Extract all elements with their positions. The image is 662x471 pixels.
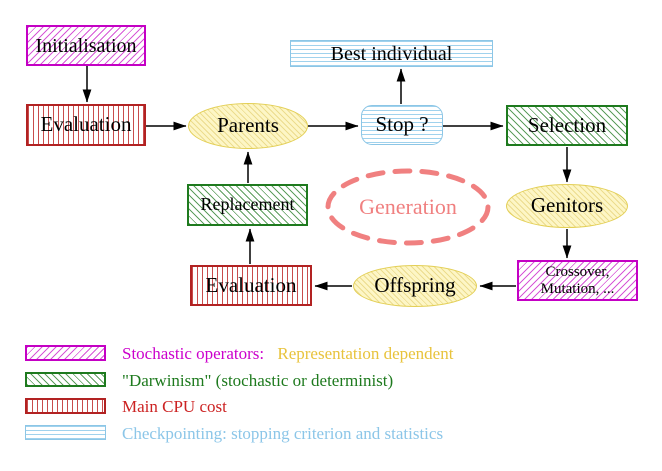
node-genitors-label: Genitors (530, 193, 604, 218)
node-selection-label: Selection (527, 112, 607, 137)
node-replacement: Replacement (187, 184, 308, 226)
node-crossover-label-line2: Mutation, ... (540, 280, 615, 297)
node-crossover-label-line1: Crossover, (545, 264, 610, 280)
node-evaluation-top: Evaluation (26, 104, 146, 146)
node-offspring-label: Offspring (374, 273, 456, 298)
node-evaluation-bottom: Evaluation (190, 265, 312, 306)
node-best-individual-label: Best individual (330, 42, 453, 65)
node-selection: Selection (506, 105, 628, 146)
node-evaluation-bottom-label: Evaluation (205, 272, 297, 297)
node-initialisation: Initialisation (26, 25, 146, 66)
legend-darwinism-label: "Darwinism" (stochastic or determinist) (122, 371, 394, 390)
node-parents-label: Parents (217, 113, 279, 138)
legend-swatch-magenta-hatch (25, 345, 106, 361)
legend-swatch-green-hatch (25, 372, 106, 387)
generation-label: Generation (324, 169, 492, 245)
legend-representation-dependent-label: Representation dependent (277, 344, 454, 363)
node-genitors: Genitors (506, 184, 628, 228)
node-initialisation-label: Initialisation (35, 34, 137, 57)
legend-row-stochastic-operators: Stochastic operators: Representation dep… (122, 344, 453, 364)
node-parents: Parents (188, 103, 308, 149)
legend-stochastic-operators-label: Stochastic operators: (122, 344, 265, 363)
node-evaluation-top-label: Evaluation (40, 112, 132, 137)
node-replacement-label: Replacement (200, 194, 295, 215)
legend-main-cpu-cost-label: Main CPU cost (122, 397, 227, 416)
node-stop: Stop ? (361, 105, 443, 145)
generation-dashed-ellipse (325, 168, 491, 246)
generation-label-text: Generation (359, 194, 457, 219)
node-offspring: Offspring (353, 265, 477, 307)
legend-row-darwinism: "Darwinism" (stochastic or determinist) (122, 371, 393, 391)
legend-swatch-red-stripes (25, 398, 106, 414)
legend-row-checkpointing: Checkpointing: stopping criterion and st… (122, 424, 443, 444)
node-crossover-mutation: Crossover, Mutation, ... (517, 260, 638, 301)
legend-swatch-cyan-stripes (25, 425, 106, 440)
node-stop-label: Stop ? (375, 112, 429, 137)
legend-checkpointing-label: Checkpointing: stopping criterion and st… (122, 424, 444, 443)
node-best-individual: Best individual (290, 40, 493, 67)
legend-row-main-cpu-cost: Main CPU cost (122, 397, 227, 417)
